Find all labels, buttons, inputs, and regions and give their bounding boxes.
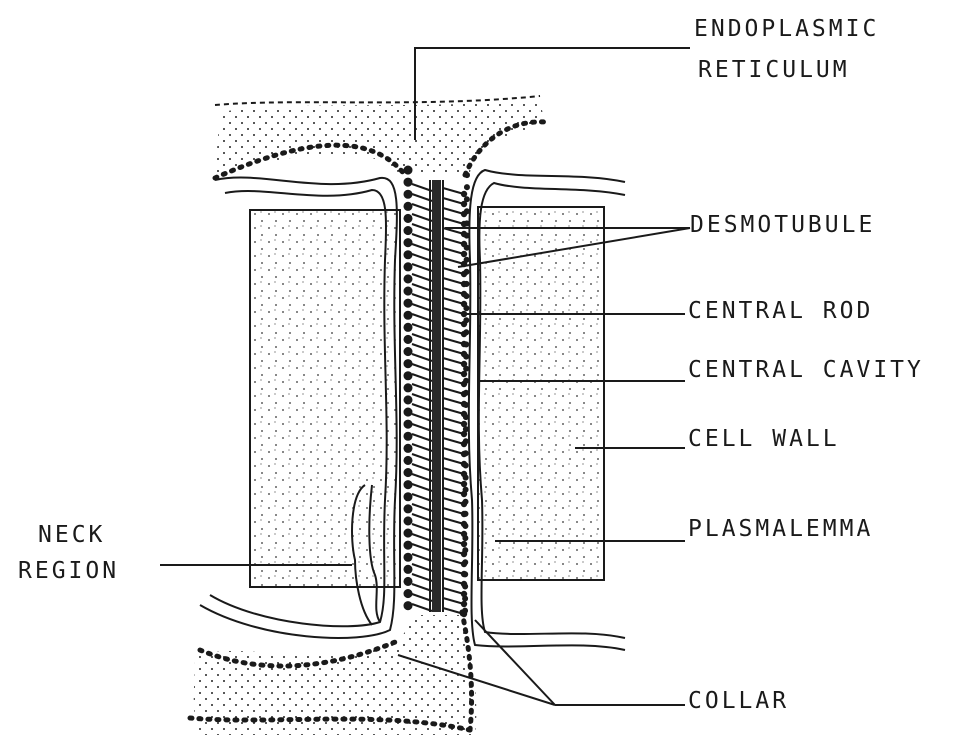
spoke-right (443, 488, 464, 494)
spoke-right (443, 198, 464, 204)
spoke-bead (462, 482, 466, 486)
spoke-bead (462, 442, 466, 446)
spoke-right (443, 298, 464, 304)
label-desmotubule: DESMOTUBULE (690, 210, 875, 240)
spoke-right (443, 268, 464, 274)
label-neck-line2: REGION (18, 556, 119, 586)
spoke-bead (462, 532, 466, 536)
spoke-right (443, 378, 464, 384)
spoke-bead (462, 272, 466, 276)
spoke-bead (462, 592, 466, 596)
label-er-line2: RETICULUM (698, 55, 850, 85)
spoke-right (443, 388, 464, 394)
spoke-right (443, 368, 464, 374)
spoke-right (443, 188, 464, 194)
label-plasmalemma: PLASMALEMMA (688, 514, 873, 544)
spoke-bead (462, 432, 466, 436)
label-central-rod: CENTRAL ROD (688, 296, 873, 326)
cell-wall-left (250, 210, 400, 587)
spoke-right (443, 288, 464, 294)
spoke-right (443, 258, 464, 264)
spoke-right (443, 428, 464, 434)
spoke-right (443, 218, 464, 224)
spoke-right (443, 548, 464, 554)
spoke-bead (462, 452, 466, 456)
spoke-bead (462, 242, 466, 246)
spoke-bead (462, 222, 466, 226)
spoke-bead (462, 582, 466, 586)
spoke-bead (462, 552, 466, 556)
spoke-bead (462, 362, 466, 366)
spoke-right (443, 498, 464, 504)
cell-wall-right (478, 207, 604, 580)
spoke-right (443, 338, 464, 344)
spoke-right (443, 478, 464, 484)
spoke-bead (462, 502, 466, 506)
spoke-right (443, 278, 464, 284)
spoke-bead (462, 252, 466, 256)
spoke-bead (462, 422, 466, 426)
central-rod (430, 180, 443, 612)
spoke-bead (462, 542, 466, 546)
spoke-bead (462, 392, 466, 396)
spoke-bead (462, 212, 466, 216)
spoke-bead (462, 202, 466, 206)
endoplasmic-reticulum-top (215, 96, 545, 178)
spoke-bead (462, 402, 466, 406)
spoke-right (443, 408, 464, 414)
spoke-bead (462, 612, 466, 616)
spoke-right (443, 308, 464, 314)
spoke-right (443, 248, 464, 254)
spoke-right (443, 568, 464, 574)
spoke-right (443, 328, 464, 334)
spoke-right (443, 238, 464, 244)
label-er-line1: ENDOPLASMIC (694, 14, 879, 44)
spoke-right (443, 358, 464, 364)
spoke-bead (462, 302, 466, 306)
spoke-bead (462, 512, 466, 516)
spoke-right (443, 528, 464, 534)
spoke-bead (462, 412, 466, 416)
spoke-bead (462, 492, 466, 496)
spoke-right (443, 508, 464, 514)
endoplasmic-reticulum-bottom (190, 612, 476, 735)
spoke-right (443, 318, 464, 324)
label-collar: COLLAR (688, 686, 789, 716)
spoke-right (443, 558, 464, 564)
spoke-bead (462, 562, 466, 566)
spoke-right (443, 208, 464, 214)
spoke-bead (462, 372, 466, 376)
label-neck-line1: NECK (38, 520, 105, 550)
spoke-bead (462, 232, 466, 236)
label-cell-wall: CELL WALL (688, 424, 840, 454)
spoke-right (443, 578, 464, 584)
spoke-bead (462, 332, 466, 336)
spoke-right (443, 398, 464, 404)
spoke-bead (462, 572, 466, 576)
spoke-right (443, 448, 464, 454)
spoke-right (443, 438, 464, 444)
spoke-bead (462, 292, 466, 296)
spoke-right (443, 538, 464, 544)
spoke-bead (462, 352, 466, 356)
label-central-cavity: CENTRAL CAVITY (688, 355, 924, 385)
spoke-bead (462, 522, 466, 526)
spoke-right (443, 348, 464, 354)
spoke-bead (462, 192, 466, 196)
spoke-bead (462, 342, 466, 346)
spoke-bead (462, 382, 466, 386)
spoke-right (443, 518, 464, 524)
spoke-bead (462, 282, 466, 286)
spoke-bead (462, 462, 466, 466)
spoke-right (443, 468, 464, 474)
spoke-right (443, 458, 464, 464)
spoke-bead (462, 472, 466, 476)
spoke-right (443, 598, 464, 604)
spoke-bead (462, 322, 466, 326)
spoke-right (443, 418, 464, 424)
spoke-right (443, 588, 464, 594)
spoke-bead (462, 602, 466, 606)
